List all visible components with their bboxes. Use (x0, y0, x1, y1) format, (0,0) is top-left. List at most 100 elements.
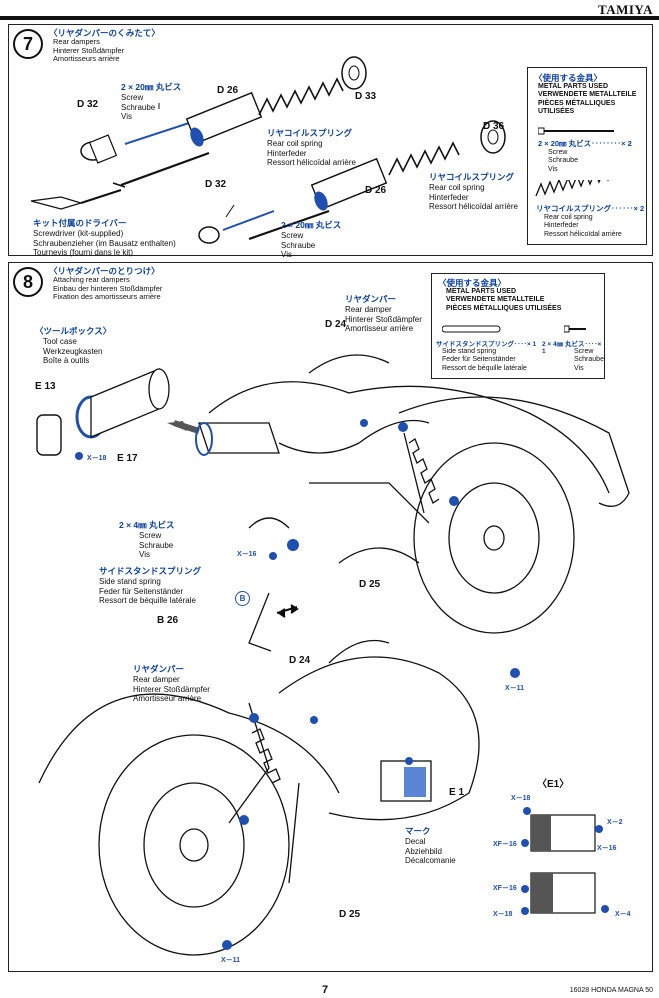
part-e17: E 17 (117, 453, 138, 464)
part-b26: B 26 (157, 615, 179, 626)
screw-2x4-jp: 2 × 4㎜ 丸ビス (119, 520, 175, 530)
decal-line: Decal (405, 837, 426, 846)
screw-2x4-line: Screw (139, 531, 162, 540)
e1-x18: X－18 (511, 795, 531, 802)
screw-2x4-line: Vis (139, 550, 150, 559)
part-x18: X－18 (87, 455, 107, 462)
coil-spring-a-callout: リヤコイルスプリング Rear coil spring Hinterfeder … (267, 127, 356, 168)
part-x11-bottom: X－11 (221, 957, 241, 964)
screw-top-callout: 2 × 20㎜ 丸ビス Screw Schraube Vis (121, 81, 181, 122)
decal-line: Abziehbild (405, 846, 442, 856)
metal7-spring-lines: Rear coil spring Hinterfeder Ressort hél… (544, 214, 622, 239)
metal8-spring-line: Ressort de béquille latérale (442, 364, 527, 372)
e1-x2: X－2 (607, 819, 623, 826)
side-spring-icon (442, 325, 501, 333)
damper-a-jp: リヤダンパー (345, 294, 397, 304)
coil-a-line: Ressort hélicoïdal arrière (267, 158, 356, 167)
e1-xf16a: XF－16 (493, 841, 517, 848)
header-rule (0, 16, 659, 20)
screw-bottom-jp: 2 × 20㎜ 丸ビス (281, 220, 342, 230)
driver-line: Tournevis (fourni dans le kit) (33, 248, 134, 257)
side-spring-jp: サイドスタンドスプリング (99, 566, 202, 576)
metal8-screw-line: Vis (574, 364, 584, 372)
metal8-screw-lines: Screw Schraube Vis (574, 348, 604, 373)
metal8-spring-line: Feder für Seitenständer (442, 356, 516, 364)
screw-top-line: Vis (121, 112, 132, 121)
rear-damper-b-callout: リヤダンパー Rear damper Hinterer Stoßdämpfer … (133, 663, 210, 704)
screw-bottom-callout: 2 × 20㎜ 丸ビス Screw Schraube Vis (281, 219, 341, 260)
metal8-screw-line: Screw (574, 348, 594, 355)
toolbox-line: Werkzeugkasten (43, 346, 103, 356)
metal8-title-jp: 〈使用する金具〉 (438, 278, 507, 288)
metal7-screw-jp: 2 × 20㎜ 丸ビス‥‥‥‥× 2 (538, 139, 632, 148)
part-x11-top: X－11 (505, 685, 525, 692)
metal8-spring-line: Side stand spring (442, 348, 497, 355)
metal8-spring-jp: サイドスタンドスプリング‥‥× 1 (436, 341, 537, 348)
screw-icon (538, 127, 614, 135)
part-d32-top: D 32 (77, 99, 99, 110)
screwdriver-callout: キット付属のドライバー Screwdriver (kit-supplied) S… (33, 217, 176, 258)
metal7-title-jp: 〈使用する金具〉 (534, 73, 603, 83)
small-screw-icon (564, 325, 586, 333)
coil-a-line: Hinterfeder (267, 148, 307, 158)
screw-bottom-line: Schraube (281, 240, 316, 250)
toolbox-callout: 〈ツールボックス〉 Tool case Werkzeugkasten Boîte… (35, 325, 111, 366)
metal8-title-line: METAL PARTS USED (446, 288, 517, 295)
rear-damper-a-callout: リヤダンパー Rear damper Hinterer Stoßdämpfer … (345, 293, 422, 334)
step8-metal-parts-box: 〈使用する金具〉 METAL PARTS USED VERWENDETE MET… (431, 273, 605, 379)
driver-jp: キット付属のドライバー (33, 218, 127, 228)
damper-b-line: Amortisseur arrière (133, 694, 202, 703)
toolbox-jp: 〈ツールボックス〉 (35, 326, 112, 336)
step8-number: 8 (13, 267, 43, 297)
metal7-spring-jp: リヤコイルスプリング‥‥‥× 2 (536, 204, 645, 213)
step7-title-line: Rear dampers (53, 37, 100, 46)
decal-mark-callout: マーク Decal Abziehbild Décalcomanie (405, 825, 456, 866)
part-d24-bottom: D 24 (289, 655, 311, 666)
step8-title-line: Einbau der hinteren Stoßdämpfer (53, 283, 163, 293)
brand-logo: TAMIYA (597, 2, 653, 17)
step8-title-line: Attaching rear dampers (53, 275, 130, 284)
coil-b-line: Rear coil spring (429, 183, 485, 192)
step8-illustration (36, 354, 630, 956)
damper-b-jp: リヤダンパー (133, 664, 185, 674)
metal7-spring-line: Ressort hélicoïdal arrière (544, 230, 622, 238)
e1-x18b: X－18 (493, 911, 513, 918)
coil-spring-icon (535, 180, 609, 197)
screw-bottom-line: Screw (281, 231, 304, 240)
e1-x16: X－16 (597, 845, 617, 852)
e1-detail-title: 〈E1〉 (537, 779, 570, 790)
coil-spring-b-callout: リヤコイルスプリング Rear coil spring Hinterfeder … (429, 171, 518, 212)
part-d26-top: D 26 (217, 85, 239, 96)
step8-title-line: Fixation des amortisseurs arrière (53, 292, 161, 302)
e1-xf16b: XF－16 (493, 885, 517, 892)
damper-b-line: Hinterer Stoßdämpfer (133, 684, 210, 694)
damper-a-line: Rear damper (345, 305, 392, 314)
part-b-circle: B (235, 591, 250, 606)
screw-top-line: Screw (121, 93, 144, 102)
metal7-screw-line: Vis (548, 165, 558, 173)
e1-x4: X－4 (615, 911, 631, 918)
part-d24-top: D 24 (325, 319, 347, 330)
metal7-title-line: PIÈCES MÉTALLIQUES (538, 99, 616, 107)
damper-a-line: Amortisseur arrière (345, 324, 414, 333)
metal7-screw-line: Screw (548, 149, 568, 156)
toolbox-line: Boîte à outils (43, 356, 90, 365)
metal8-title-line: VERWENDETE METALLTEILE (446, 296, 545, 304)
step7-jp-title: 〈リヤダンパーのくみたて〉 (49, 28, 160, 38)
step8-panel: 8 〈リヤダンパーのとりつけ〉 Attaching rear dampers E… (8, 262, 653, 972)
part-d32-bottom: D 32 (205, 179, 227, 190)
part-e13: E 13 (35, 381, 56, 392)
side-spring-line: Ressort de béquille latérale (99, 596, 196, 605)
part-d33: D 33 (355, 91, 377, 102)
metal7-title-line: METAL PARTS USED (538, 83, 609, 90)
driver-line: Schraubenzieher (im Bausatz enthalten) (33, 238, 176, 248)
step8-jp-title: 〈リヤダンパーのとりつけ〉 (49, 266, 160, 276)
screw-top-line: Schraube (121, 102, 156, 112)
screw-bottom-line: Vis (281, 250, 292, 259)
screw-2x4-line: Schraube (139, 540, 174, 550)
metal8-title-line: PIÈCES MÉTALLIQUES UTILISÉES (446, 304, 562, 312)
metal7-screw-lines: Screw Schraube Vis (548, 149, 578, 174)
screw-top-jp: 2 × 20㎜ 丸ビス (121, 82, 182, 92)
metal7-title-line: VERWENDETE METALLTEILE (538, 91, 637, 99)
coil-b-line: Hinterfeder (429, 192, 469, 202)
